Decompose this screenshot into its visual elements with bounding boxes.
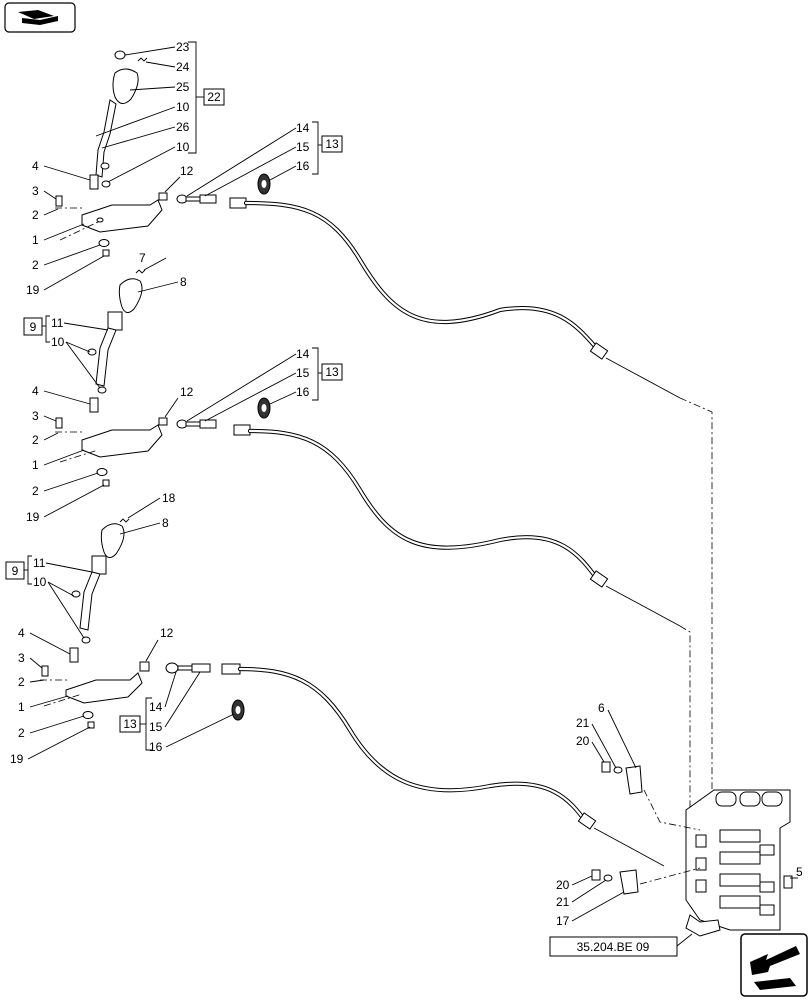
label-17: 17 <box>556 914 570 928</box>
label-2a: 2 <box>32 208 39 222</box>
label-20-b: 20 <box>556 878 570 892</box>
label-14: 14 <box>296 121 310 135</box>
label-14-c: 14 <box>149 700 163 714</box>
label-19-c: 19 <box>10 752 24 766</box>
label-11-a: 11 <box>51 316 64 330</box>
label-8-c: 8 <box>162 516 169 530</box>
label-1-b: 1 <box>32 458 39 472</box>
label-18: 18 <box>162 491 176 505</box>
label-3-b: 3 <box>32 409 39 423</box>
label-20-a: 20 <box>576 734 590 748</box>
box-9-b: 9 <box>12 564 19 578</box>
label-12-b: 12 <box>180 385 194 399</box>
label-5: 5 <box>796 865 803 879</box>
label-8: 8 <box>180 275 187 289</box>
label-7: 7 <box>139 251 146 265</box>
label-16-b: 16 <box>296 385 310 399</box>
label-2a-b: 2 <box>32 433 39 447</box>
label-26: 26 <box>176 120 190 134</box>
label-3: 3 <box>32 184 39 198</box>
book-nav-icon[interactable] <box>4 2 76 33</box>
label-10-a: 10 <box>51 335 65 349</box>
label-21-a: 21 <box>576 716 590 730</box>
label-16-c: 16 <box>149 740 163 754</box>
label-16: 16 <box>296 159 310 173</box>
label-1-c: 1 <box>18 700 25 714</box>
arrow-back-icon[interactable] <box>740 933 808 997</box>
lever-assembly-1: 22 23 24 25 10 26 10 4 3 2 1 2 19 12 14 … <box>26 40 713 800</box>
reference-code: 35.204.BE 09 <box>577 940 650 954</box>
label-4: 4 <box>32 159 39 173</box>
label-15-b: 15 <box>296 366 310 380</box>
box-13-a: 13 <box>325 137 339 151</box>
label-4-c: 4 <box>18 626 25 640</box>
label-6: 6 <box>598 701 605 715</box>
label-10a: 10 <box>176 100 190 114</box>
label-2b-c: 2 <box>18 726 25 740</box>
label-10b: 10 <box>176 140 190 154</box>
label-4-b: 4 <box>32 384 39 398</box>
label-14-b: 14 <box>296 347 310 361</box>
valve-block: 6 21 20 20 21 17 5 35.204.BE 09 <box>549 701 803 957</box>
label-10-b: 10 <box>33 575 47 589</box>
label-19-b: 19 <box>26 510 40 524</box>
lever-assembly-3: 18 8 9 11 10 4 3 2 1 2 19 12 13 14 15 <box>5 491 665 867</box>
label-19: 19 <box>26 283 40 297</box>
box-13-b: 13 <box>325 365 339 379</box>
box-22: 22 <box>207 90 221 104</box>
label-25: 25 <box>176 80 190 94</box>
label-3-c: 3 <box>18 651 25 665</box>
label-15-c: 15 <box>149 720 163 734</box>
label-11-b: 11 <box>33 556 46 570</box>
lever-assembly-2: 7 8 9 11 10 4 3 2 1 2 19 12 14 15 16 <box>23 251 691 808</box>
label-15: 15 <box>296 140 310 154</box>
box-13-c: 13 <box>123 717 137 731</box>
box-9-a: 9 <box>30 320 37 334</box>
label-2a-c: 2 <box>18 675 25 689</box>
label-2b: 2 <box>32 258 39 272</box>
label-12: 12 <box>180 164 194 178</box>
label-2b-b: 2 <box>32 484 39 498</box>
label-21-b: 21 <box>556 895 570 909</box>
label-12-c: 12 <box>160 626 174 640</box>
label-1: 1 <box>32 233 39 247</box>
label-24: 24 <box>176 60 190 74</box>
label-23: 23 <box>176 40 190 54</box>
